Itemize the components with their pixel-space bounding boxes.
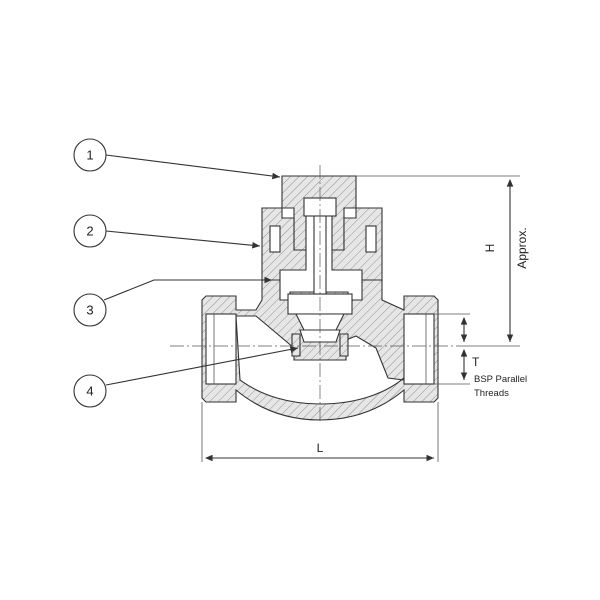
callout-4: 4 [73,374,107,408]
callout-1: 1 [73,138,107,172]
callout-3-label: 3 [86,303,93,318]
dimension-t [434,313,470,385]
callout-2: 2 [73,214,107,248]
thread-note-line-1: BSP Parallel [474,374,527,385]
valve-bonnet [261,207,383,281]
h-label: H [483,244,497,253]
callout-2-label: 2 [86,224,93,239]
t-label: T [472,355,480,369]
callout-3: 3 [73,293,107,327]
leader-lines [103,154,299,386]
dimension-l [201,402,439,462]
callout-1-label: 1 [86,148,93,163]
approx-label: Approx. [515,227,529,268]
l-label: L [317,441,324,455]
dimension-h [356,175,520,347]
callout-4-label: 4 [86,384,93,399]
thread-note-line-2: Threads [474,388,509,399]
